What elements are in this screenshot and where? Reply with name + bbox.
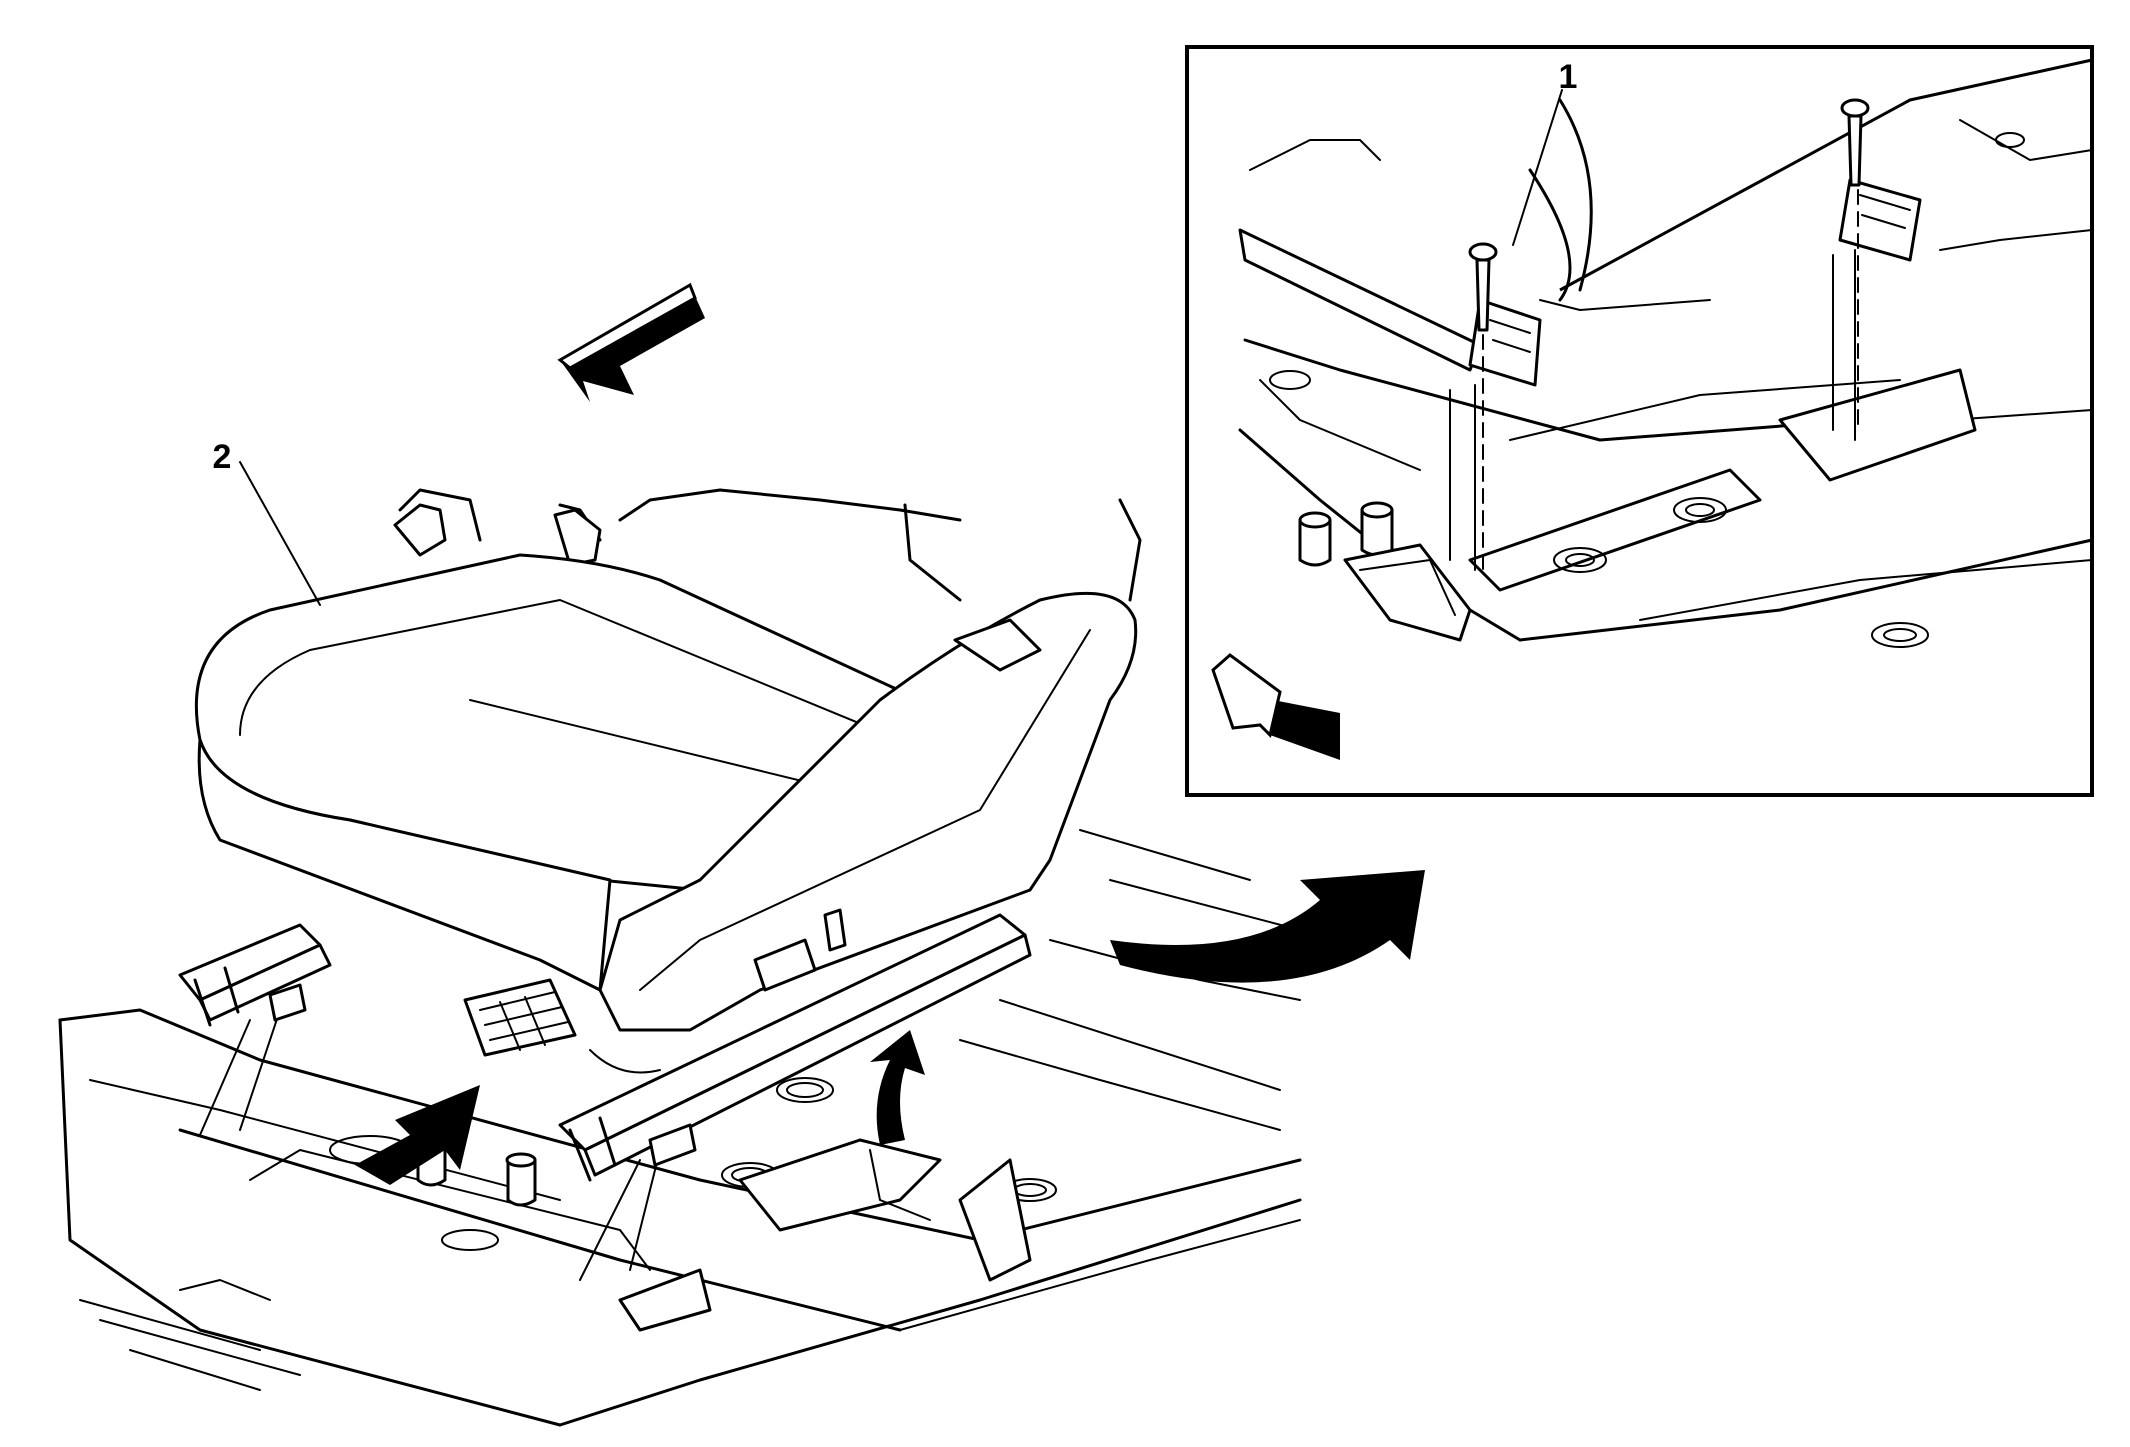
removal-direction-arrow xyxy=(355,1085,480,1185)
seat-assembly xyxy=(194,488,1142,1032)
seat-rail-right xyxy=(558,913,1032,1281)
bolt-left xyxy=(1468,242,1498,332)
bolt-callout: 1 xyxy=(1559,58,1578,96)
detail-inset: 1 xyxy=(1185,45,2094,797)
floor-pan xyxy=(58,829,1302,1427)
seat-wiring-connector xyxy=(463,978,661,1074)
vehicle-front-arrow xyxy=(557,282,705,402)
inset-vehicle-front-arrow xyxy=(1211,653,1340,760)
seat-rail-left xyxy=(178,923,332,1136)
bolt-right xyxy=(1840,98,1870,187)
lift-arrow xyxy=(870,1030,925,1145)
bolt-callout-leader xyxy=(1512,89,1563,246)
seat-assembly-callout: 2 xyxy=(213,438,232,476)
detail-view-arrow xyxy=(1110,870,1425,983)
seat-callout-leader xyxy=(239,461,321,606)
